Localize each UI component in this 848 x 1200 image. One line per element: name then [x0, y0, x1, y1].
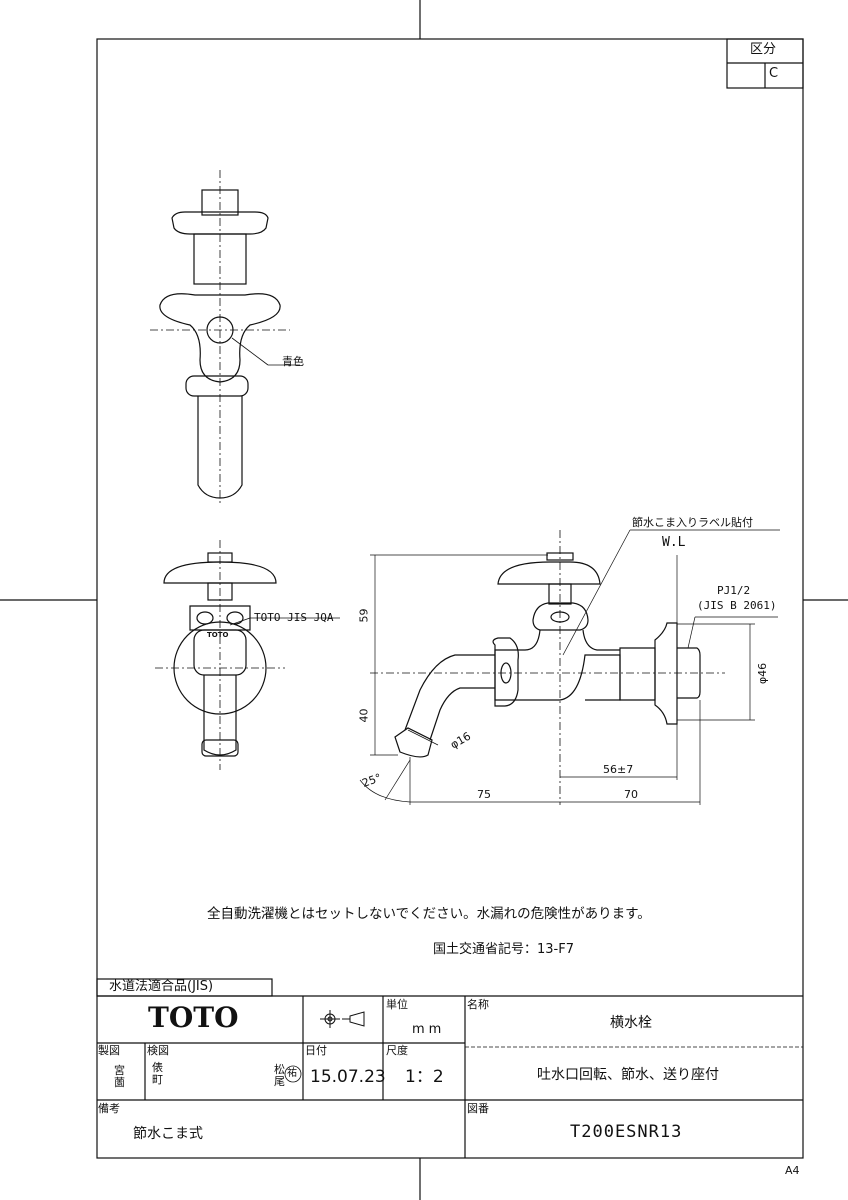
drawing-no-label: 図番	[467, 1102, 489, 1115]
drafter-label: 製図	[98, 1044, 120, 1057]
dim-flange-diameter: φ46	[756, 662, 770, 685]
product-description: 吐水口回転、節水、送り座付	[537, 1067, 719, 1083]
dim-75: 75	[477, 788, 491, 801]
classification-value: C	[769, 66, 779, 81]
checker-name: 俵町	[152, 1061, 163, 1086]
name-label: 名称	[467, 998, 489, 1011]
thread-standard: (JIS B 2061)	[697, 599, 777, 612]
dim-40: 40	[357, 708, 371, 723]
toto-logo: TOTO	[148, 1001, 239, 1034]
checker-label: 検図	[147, 1044, 169, 1057]
top-view-drawing	[150, 170, 300, 505]
title-block-lines	[96, 978, 803, 1158]
callout-label: 節水こま入りラベル貼付	[632, 516, 753, 529]
approver-stamp: 祐	[287, 1068, 297, 1079]
drafter-name: 宮薗	[114, 1064, 125, 1089]
drawing-number: T200ESNR13	[570, 1122, 683, 1142]
side-view-drawing	[359, 529, 780, 805]
mlit-code: 国土交通省記号：13-F7	[433, 942, 574, 957]
remarks-value: 節水こま式	[133, 1126, 203, 1142]
drawing-frame	[96, 38, 804, 1159]
projection-symbol-icon	[320, 1010, 365, 1028]
date-label: 日付	[305, 1044, 327, 1057]
approver-name: 松尾	[274, 1063, 285, 1088]
callout-marking: TOTO JIS JQA	[254, 611, 334, 624]
front-logo: TOTO	[207, 631, 229, 639]
dim-70: 70	[624, 788, 638, 801]
unit-value: mm	[412, 1022, 446, 1037]
wall-line-label: W.L	[662, 535, 686, 550]
scale-value: 1：2	[405, 1067, 444, 1087]
classification-label: 区分	[750, 42, 777, 57]
thread-spec: PJ1/2	[717, 584, 751, 597]
front-view-drawing	[155, 540, 340, 770]
dim-59: 59	[357, 608, 371, 623]
compliance-label: 水道法適合品(JIS)	[109, 979, 214, 994]
dim-wall-offset: 56±7	[603, 763, 634, 776]
date-value: 15.07.23	[310, 1067, 386, 1087]
product-name: 横水栓	[610, 1015, 652, 1031]
unit-label: 単位	[386, 998, 408, 1011]
remarks-label: 備考	[98, 1102, 120, 1115]
warning-note: 全自動洗濯機とはセットしないでください。水漏れの危険性があります。	[207, 906, 651, 922]
sheet-size: A4	[785, 1164, 800, 1177]
classification-box	[726, 38, 804, 89]
scale-label: 尺度	[386, 1044, 408, 1057]
callout-blue-color: 青色	[282, 355, 304, 368]
